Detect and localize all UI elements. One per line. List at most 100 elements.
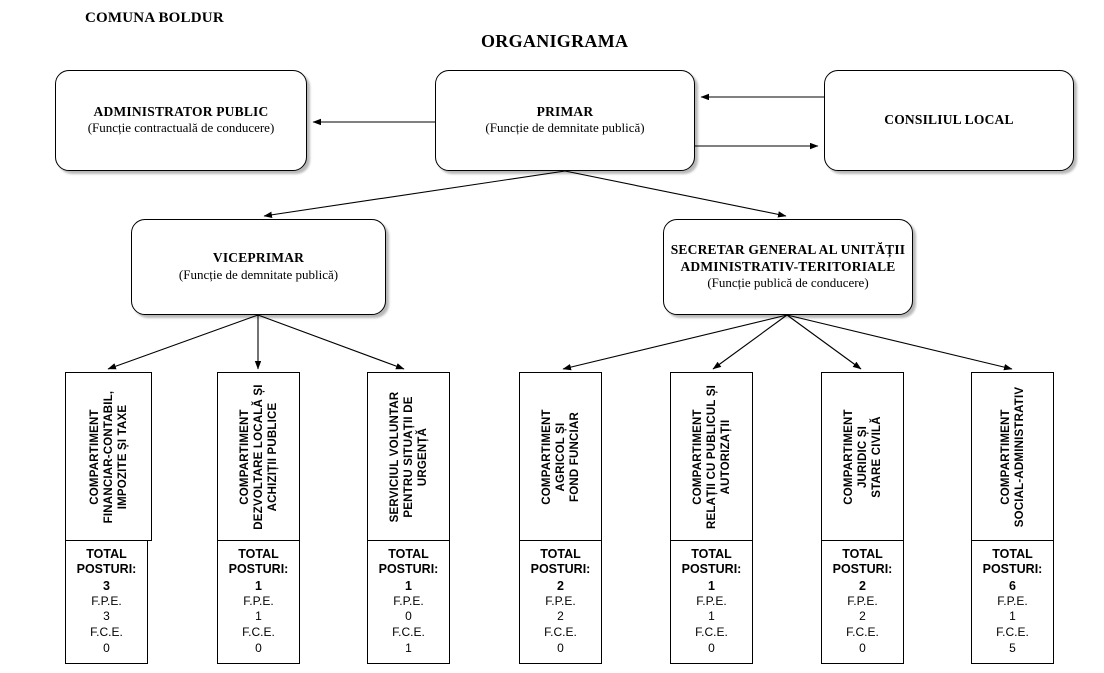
fce-value: 0 (557, 640, 564, 655)
total-value: 1 (708, 578, 715, 593)
department-name-panel: SERVICIUL VOLUNTAR PENTRU SITUAȚII DE UR… (367, 372, 450, 541)
node-subtitle: (Funcție de demnitate publică) (178, 266, 339, 282)
node-viceprimar[interactable]: VICEPRIMAR (Funcție de demnitate publică… (131, 219, 386, 315)
posturi-label: POSTURI: (982, 562, 1043, 577)
department-name-panel: COMPARTIMENT AGRICOL ȘI FOND FUNCIAR (519, 372, 602, 541)
fpe-label: F.P.E. (243, 593, 274, 608)
total-value: 2 (557, 578, 564, 593)
total-label: TOTAL (86, 547, 127, 561)
posturi-label: POSTURI: (378, 562, 439, 577)
fpe-label: F.P.E. (545, 593, 576, 608)
department-name: COMPARTIMENT AGRICOL ȘI FOND FUNCIAR (540, 408, 581, 505)
fce-label: F.C.E. (846, 624, 879, 639)
department-totals: TOTAL POSTURI: 2 F.P.E. 2 F.C.E. 0 (821, 541, 904, 665)
total-label: TOTAL (842, 547, 883, 561)
fpe-label: F.P.E. (91, 593, 122, 608)
fpe-value: 2 (557, 609, 564, 624)
total-label: TOTAL (388, 547, 429, 561)
link-secretar-dept-5 (786, 314, 862, 370)
node-administrator-public[interactable]: ADMINISTRATOR PUBLIC (Funcție contractua… (55, 70, 307, 171)
total-label: TOTAL (540, 547, 581, 561)
posturi-label: POSTURI: (76, 562, 137, 577)
fpe-value: 2 (859, 609, 866, 624)
department-column[interactable]: COMPARTIMENT JURIDIC ȘI STARE CIVILĂ TOT… (821, 372, 904, 665)
node-consiliul-local[interactable]: CONSILIUL LOCAL (824, 70, 1074, 171)
fce-label: F.C.E. (242, 624, 275, 639)
fce-label: F.C.E. (392, 624, 425, 639)
fce-label: F.C.E. (695, 624, 728, 639)
page-title: ORGANIGRAMA (481, 31, 629, 51)
fce-label: F.C.E. (996, 624, 1029, 639)
node-primar[interactable]: PRIMAR (Funcție de demnitate publică) (435, 70, 695, 171)
fce-value: 0 (103, 640, 110, 655)
department-column[interactable]: COMPARTIMENT RELAȚII CU PUBLICUL ȘI AUTO… (670, 372, 753, 665)
department-column[interactable]: COMPARTIMENT FINANCIAR-CONTABIL, IMPOZIT… (65, 372, 152, 665)
fpe-value: 1 (255, 609, 262, 624)
department-name: SERVICIUL VOLUNTAR PENTRU SITUAȚII DE UR… (388, 391, 429, 522)
link-viceprimar-dept-0 (107, 314, 259, 370)
fce-value: 0 (859, 640, 866, 655)
fpe-value: 1 (708, 609, 715, 624)
department-name-panel: COMPARTIMENT SOCIAL-ADMINISTRATIV (971, 372, 1054, 541)
department-name: COMPARTIMENT JURIDIC ȘI STARE CIVILĂ (842, 408, 883, 505)
department-totals: TOTAL POSTURI: 3 F.P.E. 3 F.C.E. 0 (65, 541, 148, 665)
total-value: 3 (103, 578, 110, 593)
posturi-label: POSTURI: (228, 562, 289, 577)
total-value: 1 (255, 578, 262, 593)
link-secretar-dept-3 (562, 314, 788, 371)
total-value: 6 (1009, 578, 1016, 593)
fce-label: F.C.E. (544, 624, 577, 639)
commune-label: COMUNA BOLDUR (85, 10, 224, 26)
total-value: 1 (405, 578, 412, 593)
node-title-line1: SECRETAR GENERAL AL UNITĂȚII (670, 241, 906, 257)
link-viceprimar-dept-2 (257, 314, 405, 370)
department-name-panel: COMPARTIMENT FINANCIAR-CONTABIL, IMPOZIT… (65, 372, 152, 541)
fce-value: 0 (708, 640, 715, 655)
posturi-label: POSTURI: (530, 562, 591, 577)
link-primar-secretar (564, 170, 787, 218)
fce-value: 1 (405, 640, 412, 655)
fce-label: F.C.E. (90, 624, 123, 639)
fpe-label: F.P.E. (696, 593, 727, 608)
fpe-value: 3 (103, 609, 110, 624)
fpe-label: F.P.E. (393, 593, 424, 608)
node-title: PRIMAR (536, 103, 594, 119)
fce-value: 5 (1009, 640, 1016, 655)
node-title: CONSILIUL LOCAL (884, 112, 1014, 128)
department-totals: TOTAL POSTURI: 1 F.P.E. 1 F.C.E. 0 (217, 541, 300, 665)
fpe-value: 0 (405, 609, 412, 624)
fpe-label: F.P.E. (997, 593, 1028, 608)
department-name-panel: COMPARTIMENT DEZVOLTARE LOCALĂ ȘI ACHIZI… (217, 372, 300, 541)
department-name-panel: COMPARTIMENT RELAȚII CU PUBLICUL ȘI AUTO… (670, 372, 753, 541)
node-subtitle: (Funcție de demnitate publică) (485, 120, 645, 136)
department-name: COMPARTIMENT RELAȚII CU PUBLICUL ȘI AUTO… (691, 384, 732, 529)
total-value: 2 (859, 578, 866, 593)
link-primar-viceprimar (263, 170, 566, 218)
node-subtitle: (Funcție contractuală de conducere) (87, 120, 275, 136)
department-column[interactable]: SERVICIUL VOLUNTAR PENTRU SITUAȚII DE UR… (367, 372, 450, 665)
department-column[interactable]: COMPARTIMENT AGRICOL ȘI FOND FUNCIAR TOT… (519, 372, 602, 665)
department-name-panel: COMPARTIMENT JURIDIC ȘI STARE CIVILĂ (821, 372, 904, 541)
node-subtitle: (Funcție publică de conducere) (707, 275, 869, 291)
link-secretar-dept-4 (712, 314, 788, 370)
department-totals: TOTAL POSTURI: 2 F.P.E. 2 F.C.E. 0 (519, 541, 602, 665)
department-totals: TOTAL POSTURI: 1 F.P.E. 1 F.C.E. 0 (670, 541, 753, 665)
total-label: TOTAL (238, 547, 279, 561)
total-label: TOTAL (992, 547, 1033, 561)
department-column[interactable]: COMPARTIMENT DEZVOLTARE LOCALĂ ȘI ACHIZI… (217, 372, 300, 665)
node-title-line2: ADMINISTRATIV-TERITORIALE (680, 258, 896, 274)
node-title: VICEPRIMAR (212, 250, 305, 266)
fpe-value: 1 (1009, 609, 1016, 624)
department-totals: TOTAL POSTURI: 1 F.P.E. 0 F.C.E. 1 (367, 541, 450, 665)
node-secretar-general[interactable]: SECRETAR GENERAL AL UNITĂȚII ADMINISTRAT… (663, 219, 913, 315)
link-secretar-dept-6 (786, 314, 1013, 371)
department-column[interactable]: COMPARTIMENT SOCIAL-ADMINISTRATIV TOTAL … (971, 372, 1054, 665)
department-name: COMPARTIMENT FINANCIAR-CONTABIL, IMPOZIT… (88, 390, 129, 523)
total-label: TOTAL (691, 547, 732, 561)
department-totals: TOTAL POSTURI: 6 F.P.E. 1 F.C.E. 5 (971, 541, 1054, 665)
department-name: COMPARTIMENT SOCIAL-ADMINISTRATIV (999, 386, 1026, 527)
posturi-label: POSTURI: (681, 562, 742, 577)
fce-value: 0 (255, 640, 262, 655)
